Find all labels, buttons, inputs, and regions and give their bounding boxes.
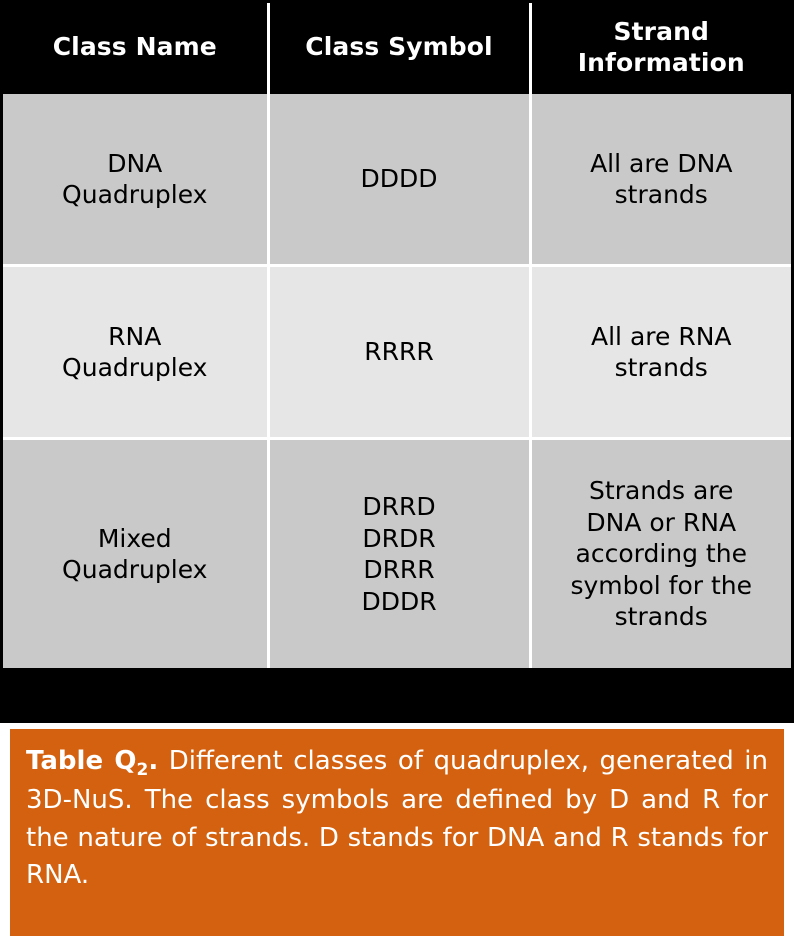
cell-strand-information: All are RNA strands	[530, 265, 791, 440]
caption-label-subscript: 2	[136, 760, 149, 781]
table-row: Mixed Quadruplex DRRD DRDR DRRR DDDR Str…	[3, 438, 791, 668]
cell-strand-information: All are DNA strands	[530, 94, 791, 267]
cell-class-name: RNA Quadruplex	[3, 265, 270, 440]
cell-class-symbol: DDDD	[268, 94, 532, 267]
table-caption: Table Q2. Different classes of quadruple…	[10, 729, 784, 936]
quadruplex-class-table: Class Name Class Symbol Strand Informati…	[3, 3, 791, 668]
column-header-class-name: Class Name	[3, 3, 270, 94]
cell-class-name: Mixed Quadruplex	[3, 438, 270, 668]
table-row: RNA Quadruplex RRRR All are RNA strands	[3, 265, 791, 440]
cell-class-name: DNA Quadruplex	[3, 94, 270, 267]
quadruplex-class-table-frame: Class Name Class Symbol Strand Informati…	[0, 0, 794, 723]
caption-label-period: .	[148, 746, 159, 776]
table-header-row: Class Name Class Symbol Strand Informati…	[3, 3, 791, 94]
column-header-strand-information: Strand Information	[530, 3, 791, 94]
cell-class-symbol: DRRD DRDR DRRR DDDR	[268, 438, 532, 668]
cell-strand-information: Strands are DNA or RNA according the sym…	[530, 438, 791, 668]
cell-class-symbol: RRRR	[268, 265, 532, 440]
caption-body-text: Different classes of quadruplex, generat…	[26, 746, 769, 890]
caption-label: Table Q	[26, 746, 137, 776]
table-row: DNA Quadruplex DDDD All are DNA strands	[3, 94, 791, 267]
column-header-class-symbol: Class Symbol	[268, 3, 532, 94]
